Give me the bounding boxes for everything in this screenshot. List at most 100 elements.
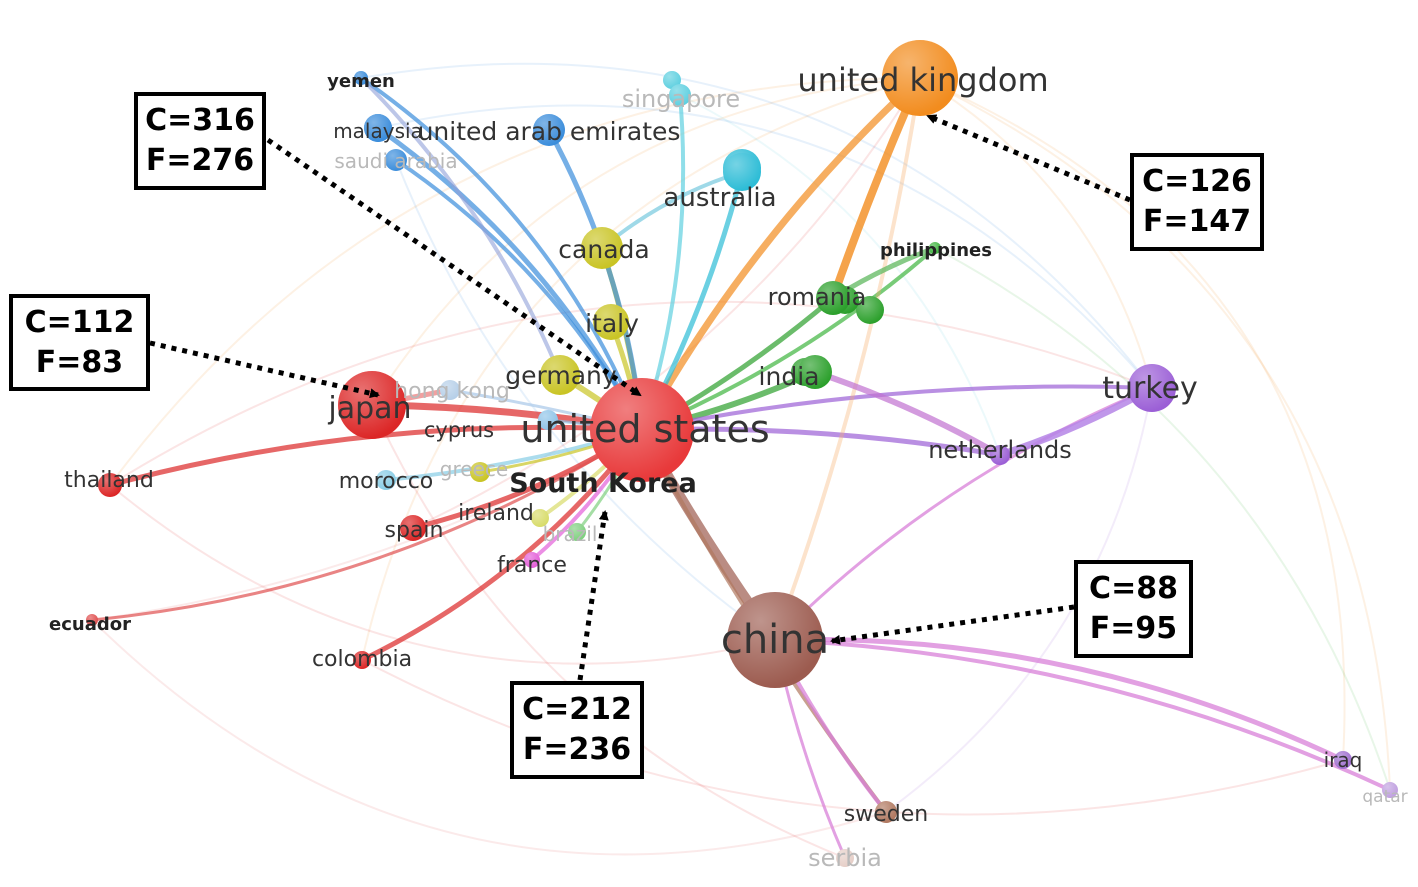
edge-china-turkey (773, 386, 1154, 642)
label-greece: greece (440, 457, 508, 481)
node-qatar-highlight (1382, 782, 1398, 798)
node-united-states-highlight (590, 378, 694, 482)
edge-yemen-turkey (360, 62, 1153, 389)
annotation-us-c: C=316 (145, 103, 255, 138)
annotation-uk-c: C=126 (1142, 164, 1252, 199)
node-india-highlight (798, 355, 832, 389)
annotation-uk-f: F=147 (1142, 204, 1252, 239)
edge-united_kingdom-thailand (109, 77, 921, 486)
label-china: china (721, 617, 829, 663)
node-singapore-highlight (669, 84, 691, 106)
node-china-highlight (727, 592, 823, 688)
node-united-kingdom-highlight (882, 40, 958, 116)
node-romania-highlight (816, 281, 850, 315)
label-brazil: brazil (543, 522, 598, 546)
node-sweden-highlight (875, 801, 897, 823)
label-ecuador: ecuador (49, 614, 131, 635)
annotation-box-japan: C=112 F=83 (9, 294, 150, 391)
label-australia: australia (663, 183, 776, 213)
label-malaysia: malaysia (333, 119, 423, 143)
label-thailand: thailand (64, 468, 154, 493)
edge-india-netherlands (812, 369, 1003, 458)
edge-united_kingdom-japan (371, 77, 921, 406)
node-ecuador-highlight (86, 614, 98, 626)
edge-ecuador-sweden (91, 619, 887, 856)
label-netherlands: netherlands (928, 436, 1072, 464)
node-iraq-highlight (1334, 751, 1352, 769)
node-philippines-highlight (929, 242, 941, 254)
node-morocco-highlight (376, 470, 396, 490)
label-iraq: iraq (1324, 748, 1363, 772)
edge-united_kingdom-colombia (361, 77, 921, 661)
node-malaysia-highlight (364, 114, 392, 142)
label-spain: spain (385, 518, 444, 543)
node-spain-highlight (400, 515, 426, 541)
node-netherlands-highlight (990, 445, 1010, 465)
edge-japan-serbia (371, 404, 846, 859)
node-colombia-highlight (353, 651, 371, 669)
label-south-korea: South Korea (509, 468, 697, 499)
edge-united_kingdom-iraq (919, 77, 1346, 761)
edge-united_states-ecuador (90, 428, 644, 622)
node-united-arab-emirates-highlight (533, 114, 565, 146)
node-france-highlight (524, 552, 540, 568)
label-romania: romania (768, 283, 867, 311)
label-ireland: ireland (458, 501, 534, 526)
arrow-us (266, 137, 642, 398)
label-united-states: united states (520, 407, 769, 451)
edge-united_kingdom-qatar (919, 77, 1391, 791)
node-australia-highlight (723, 153, 761, 191)
annotation-box-china: C=88 F=95 (1074, 560, 1193, 658)
arrow-china (830, 604, 1075, 645)
annotation-us-f: F=276 (145, 143, 255, 178)
node-turkey-highlight (1128, 364, 1176, 412)
label-colombia: colombia (312, 647, 412, 672)
label-singapore: singapore (622, 85, 740, 113)
node-thailand-highlight (98, 473, 122, 497)
edge-united_kingdom-turkey (919, 77, 1153, 389)
node-yemen-highlight (354, 71, 368, 85)
edge-turkey-sweden (885, 387, 1153, 813)
node-cyprus-highlight (538, 410, 558, 430)
node-ireland-highlight (531, 509, 549, 527)
node-germany-highlight (540, 355, 580, 395)
label-united-kingdom: united kingdom (797, 61, 1048, 99)
edge-united_states-turkey (640, 384, 1154, 432)
arrow-uk (926, 113, 1131, 203)
node-brazil-highlight (568, 523, 586, 541)
node-cluster-0-highlight (856, 296, 884, 324)
edge-united_states-united_kingdom (638, 74, 924, 434)
label-turkey: turkey (1102, 371, 1198, 406)
label-saudi-arabia: saudi arabia (334, 149, 457, 173)
arrow-korea (577, 510, 609, 681)
node-canada-highlight (581, 227, 623, 269)
annotation-japan-f: F=83 (35, 344, 124, 380)
annotation-box-korea: C=212 F=236 (510, 681, 644, 779)
node-greece-highlight (470, 462, 490, 482)
edge-thailand-china (109, 484, 776, 665)
edge-china-iraq (772, 637, 1346, 763)
annotation-korea-c: C=212 (522, 692, 632, 727)
label-italy: italy (585, 309, 639, 338)
annotation-box-uk: C=126 F=147 (1130, 153, 1264, 251)
label-qatar: qatar (1362, 787, 1407, 807)
label-hong-kong: hong kong (394, 379, 510, 404)
label-india: india (759, 362, 820, 391)
label-united-arab-emirates: united arab emirates (418, 117, 681, 146)
annotation-japan-c: C=112 (24, 304, 135, 340)
label-france: france (497, 553, 567, 578)
node-italy-highlight (593, 304, 629, 340)
edge-colombia-iraq (361, 659, 1344, 816)
annotation-korea-f: F=236 (522, 732, 632, 767)
label-cyprus: cyprus (424, 418, 494, 442)
arrow-japan (149, 340, 380, 399)
label-canada: canada (558, 235, 649, 264)
label-sweden: sweden (844, 802, 928, 827)
annotation-china-f: F=95 (1089, 611, 1178, 646)
edge-philippines-qatar (934, 247, 1391, 791)
edge-united_states-yemen (359, 76, 644, 432)
edge-china-qatar (773, 638, 1392, 792)
